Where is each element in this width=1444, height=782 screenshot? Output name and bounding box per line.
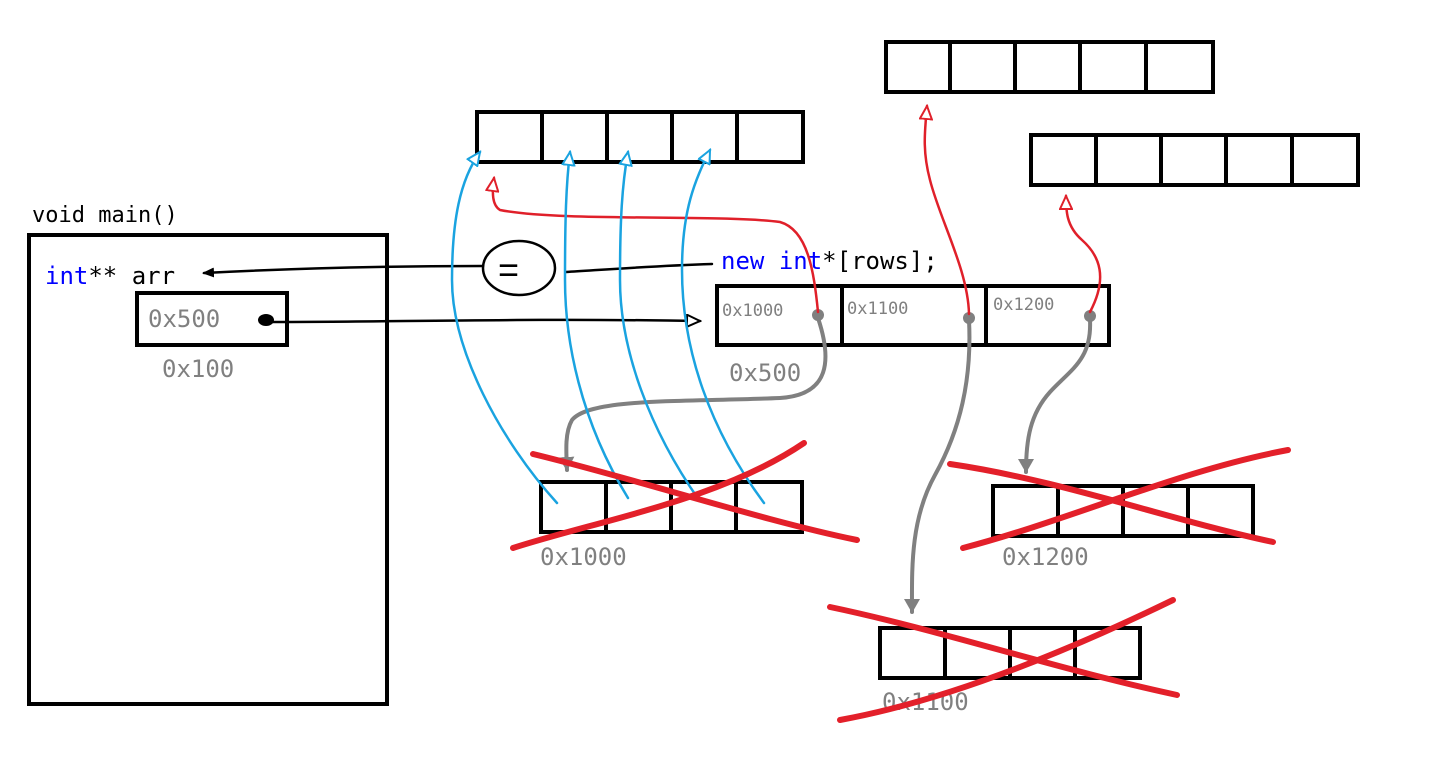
copy-arrow-0 bbox=[450, 152, 559, 505]
ptr-cell-1-value: 0x1100 bbox=[847, 299, 908, 319]
copy-arrow-2 bbox=[620, 152, 701, 502]
arr-value: 0x500 bbox=[148, 305, 220, 333]
equals-sign: = bbox=[498, 249, 519, 290]
assign-arrow-left bbox=[202, 264, 484, 278]
new-pointer-arrow-2 bbox=[1066, 196, 1102, 314]
decl-name: arr bbox=[117, 262, 175, 290]
old-pointer-arrow-0 bbox=[558, 316, 828, 472]
ptr-cell-0-value: 0x1000 bbox=[722, 301, 783, 321]
decl-type: int bbox=[45, 262, 88, 290]
old-array-0x1200-address: 0x1200 bbox=[1002, 543, 1089, 571]
new-array-middle-right bbox=[1029, 133, 1360, 187]
ptr-cell-2-value: 0x1200 bbox=[993, 295, 1054, 315]
new-type: int bbox=[779, 247, 822, 275]
equals-circle bbox=[481, 239, 557, 297]
cross-out-0x1100 bbox=[827, 597, 1180, 723]
new-expression: new int*[rows]; bbox=[721, 247, 938, 275]
function-label: void main() bbox=[32, 203, 178, 228]
assign-line-right bbox=[564, 262, 714, 274]
arr-address: 0x100 bbox=[162, 355, 234, 383]
stack-frame-main bbox=[27, 233, 389, 706]
copy-arrow-1 bbox=[565, 152, 630, 500]
ptr-cell-2 bbox=[984, 284, 1111, 347]
old-array-0x1000-address: 0x1000 bbox=[540, 543, 627, 571]
cross-out-0x1200 bbox=[947, 447, 1291, 551]
pointer-array: 0x1000 0x1100 0x1200 0x500 bbox=[715, 284, 1111, 387]
new-rest: *[rows]; bbox=[822, 247, 938, 275]
ptr-dot-0 bbox=[812, 309, 824, 321]
pointer-declaration: int** arr bbox=[45, 262, 175, 290]
old-array-0x1200: 0x1200 bbox=[991, 484, 1255, 571]
new-keyword: new bbox=[721, 247, 765, 275]
ptr-dot-1 bbox=[963, 312, 975, 324]
old-pointer-arrow-2 bbox=[1018, 318, 1093, 474]
new-pointer-arrow-1 bbox=[925, 106, 971, 316]
new-pointer-arrow-0 bbox=[493, 178, 820, 314]
arr-variable-box bbox=[135, 291, 289, 347]
copy-arrow-3 bbox=[680, 150, 766, 505]
arr-pointer-arrow bbox=[268, 320, 700, 322]
old-pointer-arrow-1 bbox=[903, 318, 972, 614]
ptr-array-address: 0x500 bbox=[729, 359, 801, 387]
new-array-top-right bbox=[884, 40, 1215, 94]
cross-out-0x1000 bbox=[510, 440, 860, 551]
ptr-dot-2 bbox=[1084, 310, 1096, 322]
decl-stars: ** bbox=[88, 262, 117, 290]
new-array-top-left bbox=[475, 110, 805, 164]
pointer-dot bbox=[258, 314, 274, 326]
